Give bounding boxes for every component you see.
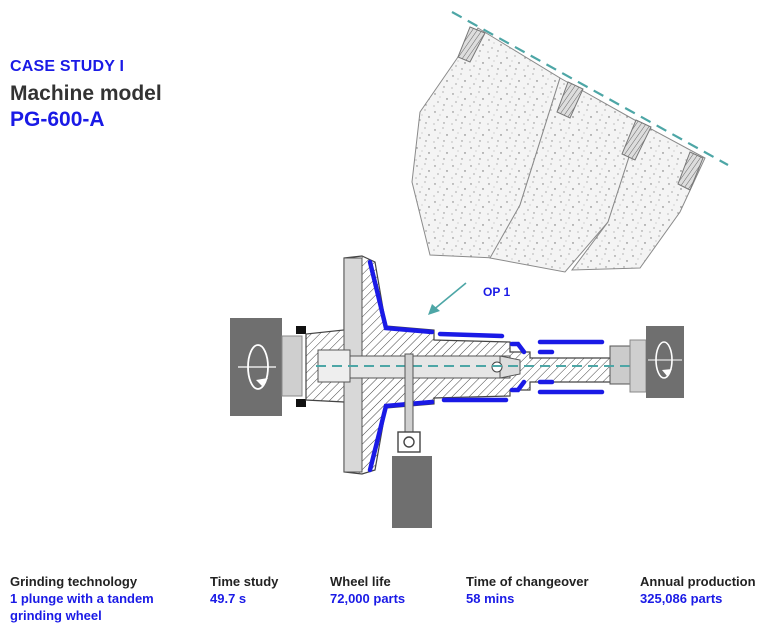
- stat-label: Wheel life: [330, 574, 391, 589]
- stat-time-study: Time study 49.7 s: [210, 573, 278, 607]
- stat-value-line: grinding wheel: [10, 608, 102, 623]
- stat-grinding-technology: Grinding technology 1 plunge with a tand…: [10, 573, 154, 624]
- stat-annual-production: Annual production 325,086 parts: [640, 573, 756, 607]
- stat-value-line: 1 plunge with a tandem: [10, 591, 154, 606]
- case-study-label: CASE STUDY I: [10, 58, 125, 75]
- stat-value-line: 49.7 s: [210, 591, 247, 606]
- op1-indicator: OP 1: [428, 282, 510, 315]
- stat-value-line: 325,086 parts: [640, 591, 723, 606]
- stat-label: Time study: [210, 574, 279, 589]
- grinding-contact-surfaces: [367, 259, 605, 473]
- wheel-rib-1: [457, 26, 486, 63]
- stat-label: Grinding technology: [10, 574, 138, 589]
- rotation-arrow-icon: [648, 341, 682, 379]
- measuring-probe: [392, 353, 432, 528]
- stat-time-of-changeover: Time of changeover 58 mins: [466, 573, 589, 607]
- right-tailstock: [629, 326, 684, 398]
- wheel-rib-4: [677, 151, 704, 191]
- machine-model-label: Machine model: [10, 82, 162, 105]
- rotation-arrow-icon: [238, 344, 276, 390]
- title-block: CASE STUDY I Machine model PG-600-A: [10, 58, 162, 132]
- stat-label: Time of changeover: [466, 574, 589, 589]
- wheel-axis-dash: [451, 11, 729, 166]
- stat-label: Annual production: [640, 574, 756, 589]
- op1-label: OP 1: [483, 285, 510, 299]
- machine-model-value: PG-600-A: [10, 108, 105, 131]
- grinding-diagram: OP 1: [230, 11, 729, 528]
- left-headstock: [230, 318, 306, 416]
- stat-value-line: 72,000 parts: [330, 591, 406, 606]
- stats-row: Grinding technology 1 plunge with a tand…: [0, 573, 778, 633]
- wheel-segment-3: [570, 122, 706, 271]
- stat-value-line: 58 mins: [466, 591, 515, 606]
- grinding-wheel: [411, 11, 729, 273]
- wheel-rib-3: [621, 119, 652, 161]
- wheel-rib-2: [556, 81, 584, 119]
- stat-wheel-life: Wheel life 72,000 parts: [330, 573, 405, 607]
